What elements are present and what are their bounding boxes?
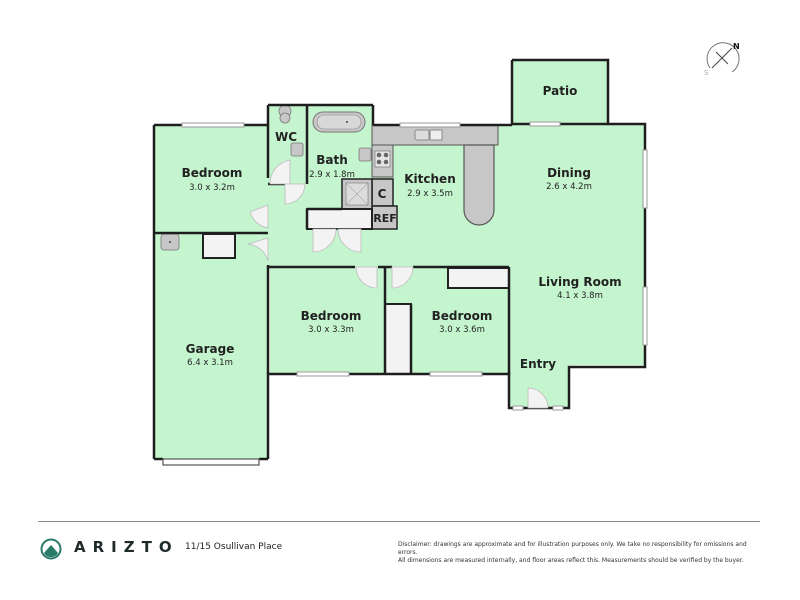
robe-bedroom-3 [447, 267, 510, 289]
room-fills [154, 60, 645, 459]
linen-door-right [337, 228, 362, 253]
brand-name: ARIZTO [74, 538, 179, 556]
garage-door-inner [247, 237, 269, 262]
footer-divider [38, 521, 760, 522]
wc-basin [290, 142, 304, 157]
room-dims-garage: 6.4 x 3.1m [187, 358, 233, 368]
room-labels: Bedroom 3.0 x 3.2m WC Bath 2.9 x 1.8m Ki… [182, 84, 622, 371]
arizto-logo-icon [40, 538, 62, 560]
hall-linen [306, 208, 373, 230]
room-dims-bedroom-2: 3.0 x 3.3m [308, 325, 354, 335]
windows [162, 121, 648, 466]
room-label-wc: WC [275, 130, 297, 144]
floor-plan: Bedroom 3.0 x 3.2m WC Bath 2.9 x 1.8m Ki… [152, 58, 648, 466]
room-label-bedroom-2: Bedroom [301, 309, 362, 323]
property-address: 11/15 Osullivan Place [185, 542, 283, 552]
bath-vanity [358, 147, 372, 162]
doors [247, 159, 549, 409]
room-label-kitchen: Kitchen [404, 172, 456, 186]
bedroom-2-fill [270, 268, 385, 374]
bedroom-1-fill [154, 125, 270, 233]
fridge-label: REF [373, 212, 397, 225]
patio-fill [512, 60, 608, 124]
room-dims-kitchen: 2.9 x 3.5m [407, 189, 453, 199]
linen-door-left [312, 228, 337, 253]
room-label-living-room: Living Room [538, 275, 621, 289]
room-dims-bath: 2.9 x 1.8m [309, 170, 355, 180]
entry-door [527, 387, 549, 409]
cooktop [374, 150, 391, 168]
disclaimer-line-2: All dimensions are measured internally, … [398, 557, 744, 564]
room-label-bedroom-1: Bedroom [182, 166, 243, 180]
bedroom-2-door [355, 266, 378, 289]
cupboard-label: C [378, 187, 387, 201]
robe-between-bedrooms [384, 303, 412, 375]
disclaimer-line-1: Disclaimer: drawings are approximate and… [398, 541, 747, 556]
wc-door [269, 159, 291, 185]
garage-door [162, 458, 260, 466]
compass-south: S [704, 69, 709, 77]
disclaimer: Disclaimer: drawings are approximate and… [398, 541, 768, 565]
kitchen-drainer [429, 129, 443, 141]
room-dims-living-room: 4.1 x 3.8m [557, 291, 603, 301]
room-label-garage: Garage [186, 342, 235, 356]
bedroom-1-door [249, 204, 269, 229]
compass-icon: N S [704, 42, 740, 77]
fixtures [160, 104, 510, 375]
room-label-bedroom-3: Bedroom [432, 309, 493, 323]
bedroom-3-door [391, 266, 414, 289]
compass-north: N [733, 42, 740, 51]
bath-door [284, 183, 306, 205]
room-dims-bedroom-1: 3.0 x 3.2m [189, 183, 235, 193]
kitchen-sink [414, 129, 430, 141]
room-dims-dining: 2.6 x 4.2m [546, 182, 592, 192]
room-label-patio: Patio [543, 84, 578, 98]
garage-fill [154, 233, 268, 459]
garage-storage [202, 233, 236, 259]
room-dims-bedroom-3: 3.0 x 3.6m [439, 325, 485, 335]
room-label-entry: Entry [520, 357, 556, 371]
entry-fill [509, 268, 569, 408]
room-label-bath: Bath [316, 153, 348, 167]
kitchen-island [463, 144, 495, 226]
room-label-dining: Dining [547, 166, 591, 180]
